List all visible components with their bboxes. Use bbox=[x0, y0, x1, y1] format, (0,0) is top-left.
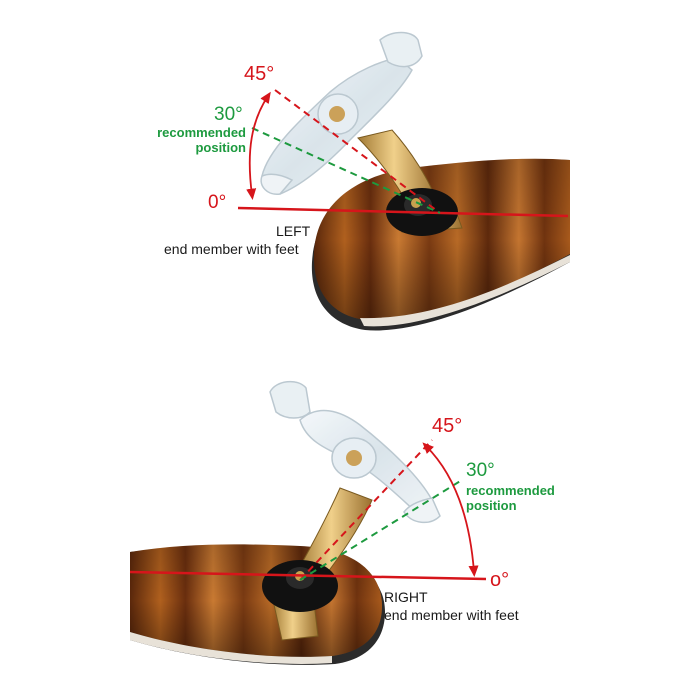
top-violin-body bbox=[311, 158, 570, 331]
bottom-label-end-member: end member with feet bbox=[384, 607, 519, 623]
curved-double-arrow-icon bbox=[422, 442, 479, 578]
adjustment-knob-icon bbox=[262, 560, 338, 612]
top-label-left: LEFT bbox=[276, 223, 311, 239]
top-label-end-member: end member with feet bbox=[164, 241, 299, 257]
top-label-30: 30° bbox=[214, 104, 243, 125]
bottom-panel: 45° 30° recommended position o° RIGHT en… bbox=[129, 380, 555, 665]
bottom-clear-end-member bbox=[269, 380, 441, 524]
bottom-zero-degree-line bbox=[129, 570, 487, 581]
top-45-degree-line bbox=[274, 89, 441, 214]
top-30-degree-line bbox=[251, 127, 441, 214]
top-clear-end-member bbox=[260, 31, 423, 195]
bottom-45-degree-line bbox=[299, 439, 433, 581]
top-label-position: position bbox=[195, 140, 246, 155]
bottom-label-right: RIGHT bbox=[384, 589, 428, 605]
bottom-violin-body bbox=[130, 544, 385, 665]
bottom-label-position: position bbox=[466, 498, 517, 513]
top-angle-lines bbox=[237, 89, 569, 218]
bottom-label-0: o° bbox=[490, 569, 509, 591]
top-label-recommended: recommended bbox=[157, 125, 246, 140]
top-panel: 45° 30° recommended position 0° LEFT end… bbox=[157, 31, 570, 331]
bottom-label-recommended: recommended bbox=[466, 483, 555, 498]
curved-double-arrow-icon bbox=[246, 91, 271, 200]
bottom-label-30: 30° bbox=[466, 460, 495, 481]
bottom-label-45: 45° bbox=[432, 415, 462, 437]
top-label-45: 45° bbox=[244, 63, 274, 85]
top-label-0: 0° bbox=[208, 192, 226, 213]
top-zero-degree-line bbox=[237, 206, 569, 218]
